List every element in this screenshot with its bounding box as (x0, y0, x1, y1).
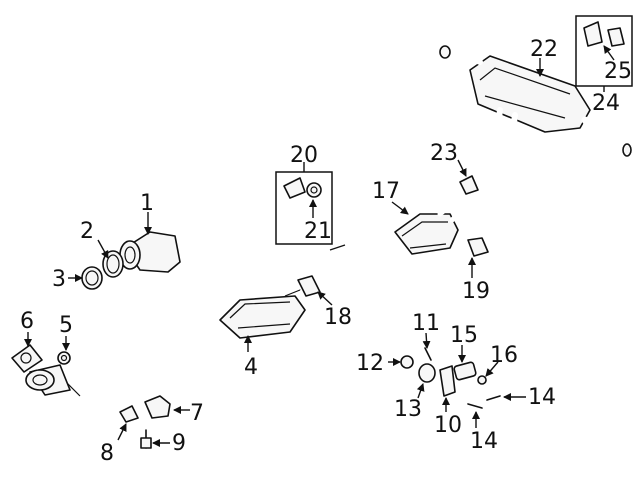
callout-9: 9 (172, 431, 186, 456)
callout-19: 19 (462, 279, 490, 304)
gasket-parts (81, 250, 124, 290)
callout-23: 23 (430, 141, 458, 166)
callout-25: 25 (604, 59, 632, 84)
callout-15: 15 (450, 323, 478, 348)
callout-3: 3 (52, 267, 66, 292)
insulator-part (283, 177, 322, 199)
callout-8: 8 (100, 441, 114, 466)
callout-labels: 1 2 3 4 5 6 7 8 9 10 11 12 13 14 14 15 1… (20, 37, 632, 466)
front-pipe-part (25, 323, 237, 415)
callout-18: 18 (324, 305, 352, 330)
callout-20: 20 (290, 143, 318, 168)
rear-clamp-part (459, 175, 479, 195)
center-resonator-part (219, 289, 309, 339)
callout-24: 24 (592, 91, 620, 116)
hardware-parts (400, 347, 501, 409)
callout-13: 13 (394, 397, 422, 422)
hanger-part (467, 237, 489, 257)
callout-4: 4 (244, 355, 258, 380)
callout-5: 5 (59, 313, 73, 338)
callout-10: 10 (434, 413, 462, 438)
callout-14b: 14 (470, 429, 498, 454)
callout-12: 12 (356, 351, 384, 376)
callout-6: 6 (20, 309, 34, 334)
flange-part (11, 344, 43, 373)
leader-lines (24, 45, 615, 447)
catalytic-converter-part (119, 231, 181, 273)
callout-21: 21 (304, 219, 332, 244)
rear-muffler-part (439, 45, 632, 165)
callout-1: 1 (140, 191, 154, 216)
callout-16: 16 (490, 343, 518, 368)
callout-11: 11 (412, 311, 440, 336)
callout-14a: 14 (528, 385, 556, 410)
nut-part (57, 351, 71, 365)
callout-22: 22 (530, 37, 558, 62)
callout-2: 2 (80, 219, 94, 244)
middle-muffler-part (394, 193, 473, 255)
bracket-parts (119, 395, 171, 449)
intermediate-pipe-part (299, 236, 406, 299)
callout-7: 7 (190, 401, 204, 426)
callout-17: 17 (372, 179, 400, 204)
rear-hanger-part (583, 21, 625, 47)
